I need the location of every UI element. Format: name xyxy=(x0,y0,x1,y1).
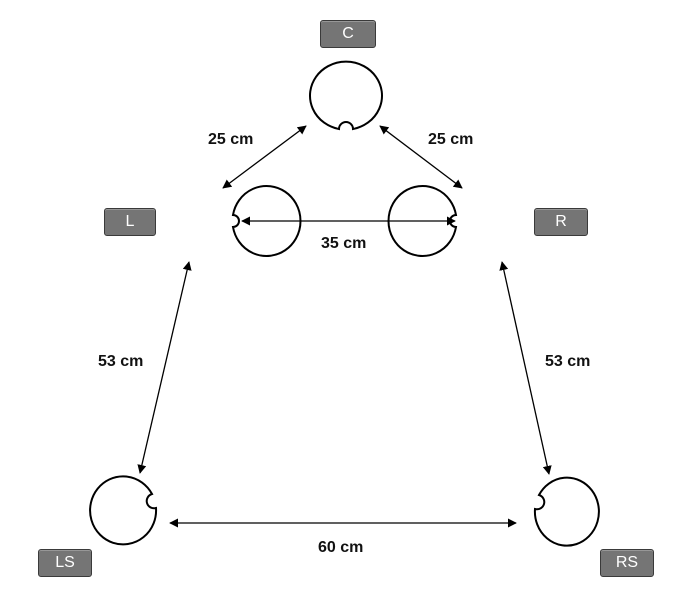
distance-l-ls: 53 cm xyxy=(98,353,144,370)
speaker-label-ls: LS xyxy=(38,549,92,577)
arrow-r-rs xyxy=(499,261,552,475)
distance-c-l: 25 cm xyxy=(208,131,254,148)
arrow-l-ls xyxy=(137,261,192,474)
speaker-label-r: R xyxy=(534,208,588,236)
speaker-ls-shape xyxy=(89,475,158,546)
speaker-label-l: L xyxy=(104,208,156,236)
arrow-c-l xyxy=(222,125,307,189)
distance-c-r: 25 cm xyxy=(428,131,474,148)
distance-ls-rs: 60 cm xyxy=(318,539,364,556)
speaker-c-shape xyxy=(309,60,383,131)
speaker-label-c: C xyxy=(320,20,376,48)
distance-r-rs: 53 cm xyxy=(545,353,591,370)
speaker-label-rs: RS xyxy=(600,549,654,577)
distance-l-r: 35 cm xyxy=(321,235,367,252)
arrow-c-r xyxy=(379,125,463,189)
speaker-rs-shape xyxy=(533,476,600,547)
